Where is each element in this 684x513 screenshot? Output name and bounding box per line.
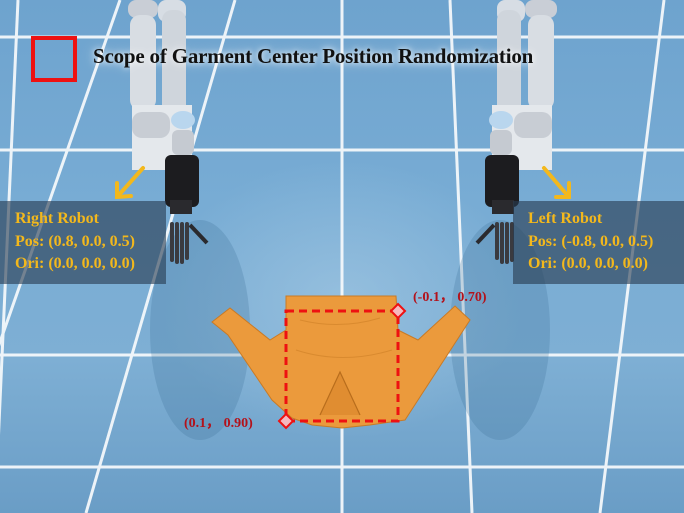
legend-swatch (31, 36, 77, 82)
right-robot-pos: Pos: (0.8, 0.0, 0.5) (15, 232, 135, 250)
left-robot-name: Left Robot (528, 210, 603, 227)
left-robot-arm (475, 0, 557, 264)
corner-label-bottom-left: (0.1， 0.90) (184, 416, 253, 431)
right-robot-info-panel: Right Robot Pos: (0.8, 0.0, 0.5) Ori: (0… (0, 201, 166, 284)
corner-marker-top-right (389, 302, 407, 320)
corner-marker-bottom-left (277, 412, 295, 430)
left-robot-info-panel: Left Robot Pos: (-0.8, 0.0, 0.5) Ori: (0… (513, 201, 684, 284)
left-robot-ori: Ori: (0.0, 0.0, 0.0) (528, 255, 648, 272)
right-robot-arm (128, 0, 209, 264)
figure-title: Scope of Garment Center Position Randomi… (93, 44, 534, 68)
randomization-region (277, 302, 407, 430)
right-robot-ori: Ori: (0.0, 0.0, 0.0) (15, 255, 135, 272)
arrow-icon (115, 166, 571, 200)
corner-label-top-right: (-0.1， 0.70) (413, 290, 487, 305)
garment (211, 295, 471, 429)
left-robot-pos: Pos: (-0.8, 0.0, 0.5) (528, 232, 654, 250)
right-robot-name: Right Robot (15, 210, 100, 227)
